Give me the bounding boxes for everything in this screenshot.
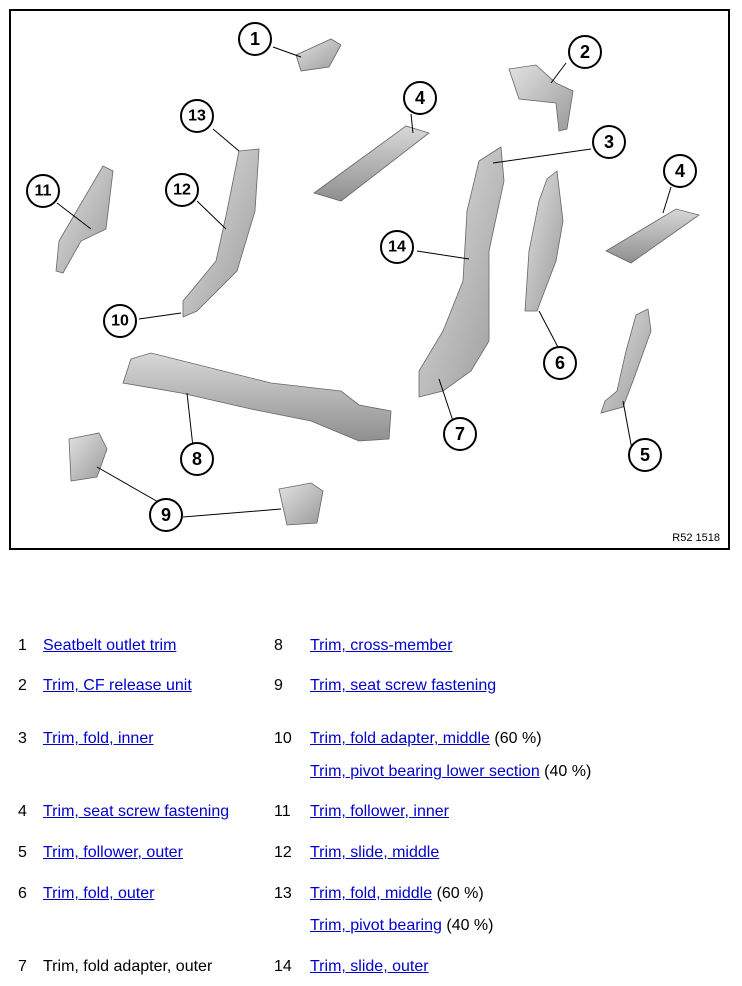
part-4b-shape (605, 208, 700, 264)
figure-reference: R52 1518 (672, 532, 720, 544)
callout-13: 13 (188, 108, 206, 125)
legend-link[interactable]: Trim, slide, outer (310, 958, 429, 975)
callout-10: 10 (111, 313, 129, 330)
legend-number: 13 (274, 885, 292, 902)
legend-link[interactable]: Trim, slide, middle (310, 844, 440, 861)
part-9a-shape (68, 432, 108, 482)
part-9b-shape (278, 482, 324, 526)
legend-number: 4 (18, 803, 27, 820)
callout-2: 2 (580, 42, 590, 62)
legend-number: 2 (18, 677, 27, 694)
callout-6: 6 (555, 353, 565, 373)
callout-4a: 4 (415, 88, 425, 108)
legend-number: 9 (274, 677, 283, 694)
legend-number: 12 (274, 844, 292, 861)
callout-4b: 4 (675, 161, 685, 181)
legend-number: 3 (18, 730, 27, 747)
legend-number: 10 (274, 730, 292, 747)
part-8-shape (122, 352, 392, 442)
part-6-shape (524, 170, 564, 312)
legend-link[interactable]: Trim, fold, outer (43, 885, 155, 902)
legend-link[interactable]: Trim, pivot bearing lower section (310, 763, 540, 780)
legend-link[interactable]: Trim, seat screw fastening (43, 803, 230, 820)
callout-9: 9 (161, 505, 171, 525)
legend-number: 6 (18, 885, 27, 902)
parts-illustration: 1 2 3 4 4 5 6 7 8 9 10 11 12 13 14 (26, 22, 700, 532)
legend-number: 14 (274, 958, 292, 975)
callout-3: 3 (604, 132, 614, 152)
part-11-shape (55, 165, 114, 274)
legend-number: 1 (18, 637, 27, 654)
legend-number: 5 (18, 844, 27, 861)
legend-link[interactable]: Trim, follower, inner (310, 803, 449, 820)
legend-link[interactable]: Trim, seat screw fastening (310, 677, 497, 694)
parts-diagram: 1 2 3 4 4 5 6 7 8 9 10 11 12 13 14 R52 1… (9, 9, 730, 550)
callout-14: 14 (388, 239, 406, 256)
legend-number: 7 (18, 958, 27, 975)
legend-link[interactable]: Trim, fold, inner (43, 730, 154, 747)
legend-suffix: (40 %) (446, 917, 494, 934)
callout-5: 5 (640, 445, 650, 465)
part-14-shape (418, 146, 505, 398)
callout-12: 12 (173, 182, 191, 199)
legend-link[interactable]: Trim, CF release unit (43, 677, 192, 694)
legend-suffix: (60 %) (494, 730, 542, 747)
callout-7: 7 (455, 424, 465, 444)
legend-link[interactable]: Trim, follower, outer (43, 844, 183, 861)
callout-1: 1 (250, 29, 260, 49)
legend-link[interactable]: Trim, fold adapter, middle (310, 730, 490, 747)
callout-8: 8 (192, 449, 202, 469)
part-5-shape (600, 308, 652, 414)
part-1-shape (295, 38, 342, 72)
part-2-shape (508, 64, 574, 132)
part-12-shape (182, 148, 260, 318)
legend-link[interactable]: Seatbelt outlet trim (43, 637, 177, 654)
legend-number: 8 (274, 637, 283, 654)
legend-label: Trim, fold adapter, outer (43, 958, 213, 975)
part-4a-shape (313, 125, 430, 202)
legend-link[interactable]: Trim, pivot bearing (310, 917, 442, 934)
legend-suffix: (60 %) (436, 885, 484, 902)
legend-link[interactable]: Trim, cross-member (310, 637, 453, 654)
legend-suffix: (40 %) (544, 763, 592, 780)
callout-11: 11 (35, 183, 52, 200)
legend-number: 11 (274, 803, 291, 820)
legend-link[interactable]: Trim, fold, middle (310, 885, 433, 902)
